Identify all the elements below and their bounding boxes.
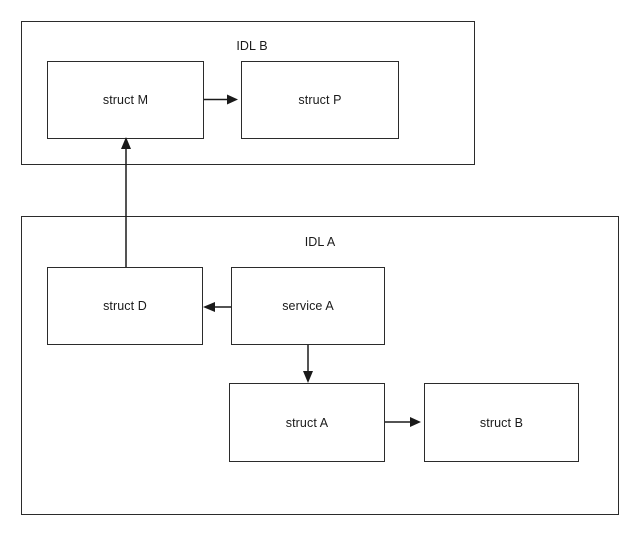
group-box-idl-a[interactable] bbox=[21, 216, 619, 515]
node-label-struct-d: struct D bbox=[103, 299, 147, 313]
node-struct-b[interactable]: struct B bbox=[424, 383, 579, 462]
node-label-struct-m: struct M bbox=[102, 93, 149, 107]
group-label-idl-a: IDL A bbox=[304, 235, 336, 249]
node-label-struct-b: struct B bbox=[479, 415, 524, 430]
node-struct-a[interactable]: struct A bbox=[229, 383, 385, 462]
group-label-idl-b: IDL B bbox=[236, 39, 268, 53]
node-struct-p[interactable]: struct P bbox=[241, 61, 399, 139]
node-label-service-a: service A bbox=[282, 299, 334, 313]
node-service-a[interactable]: service A bbox=[231, 267, 385, 345]
node-struct-m[interactable]: struct M bbox=[47, 61, 204, 139]
node-label-struct-a: struct A bbox=[285, 415, 329, 430]
group-box-idl-b[interactable] bbox=[21, 21, 475, 165]
node-struct-d[interactable]: struct D bbox=[47, 267, 203, 345]
node-label-struct-p: struct P bbox=[298, 93, 342, 107]
